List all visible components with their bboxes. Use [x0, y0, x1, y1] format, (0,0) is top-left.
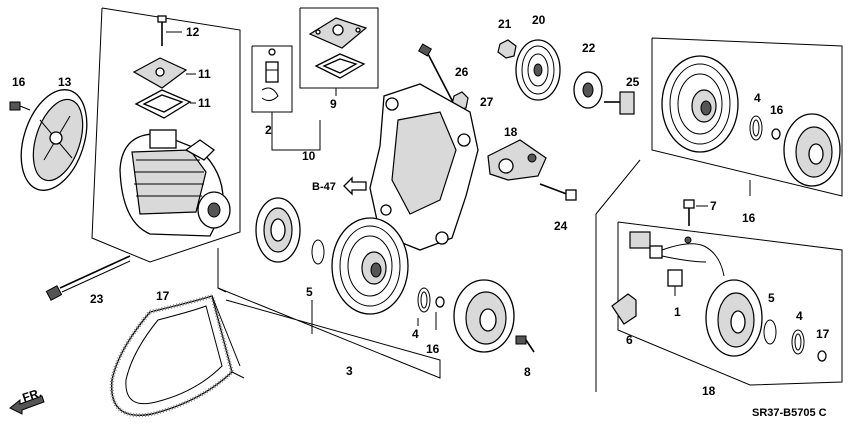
callout-6: 6 [626, 333, 633, 347]
stator-coil [255, 197, 301, 263]
bolt-26 [417, 43, 457, 109]
shim-4-lower [791, 329, 805, 355]
reference-b47: B-47 [312, 181, 336, 193]
washer-16-center [435, 296, 445, 308]
callout-7: 7 [710, 199, 717, 213]
clamp-6 [611, 293, 637, 325]
shim-4-center [417, 287, 431, 313]
bolt-12 [157, 15, 167, 46]
callout-16-lower: 17 [816, 327, 830, 341]
callout-11-left-top: 11 [198, 67, 211, 81]
idler-pulley-20 [515, 39, 561, 101]
diagram-code: SR37-B5705 C [752, 407, 827, 419]
callout-26: 26 [455, 65, 469, 79]
callout-13: 13 [58, 75, 72, 89]
callout-4-upper: 4 [754, 91, 761, 105]
callout-21: 21 [498, 17, 512, 31]
washer-16-upper [771, 128, 781, 140]
gasket-11-left [134, 89, 192, 119]
field-coil-18 [705, 279, 763, 357]
compressor-group-outline [91, 7, 241, 263]
leader-10 [271, 112, 321, 151]
callout-18: 18 [702, 384, 716, 398]
bolt-24 [539, 183, 577, 201]
armature-plate [453, 279, 515, 353]
callout-22: 22 [582, 41, 596, 55]
callout-14: 16 [12, 75, 26, 89]
front-direction-arrow [9, 395, 45, 415]
callout-11-left: 11 [198, 96, 211, 110]
leader [217, 287, 227, 293]
callout-9: 9 [330, 97, 337, 111]
reference-arrow [343, 176, 367, 196]
dust-cover-22 [573, 71, 603, 109]
callout-24: 24 [554, 219, 568, 233]
callout-17: 17 [156, 289, 170, 303]
callout-20: 20 [532, 13, 546, 27]
divider-line [595, 159, 641, 215]
callout-25: 25 [626, 75, 640, 89]
callout-27: 27 [480, 95, 494, 109]
bolt-7 [683, 199, 695, 226]
nut-21 [497, 39, 517, 59]
callout-16-center: 16 [426, 342, 440, 356]
compressor-body [119, 129, 231, 237]
bolt-25 [604, 91, 635, 115]
callout-15: 16 [742, 211, 756, 225]
drive-belt [109, 293, 245, 418]
relief-valve [261, 48, 279, 102]
front-direction-label: FR. [21, 386, 44, 405]
callout-4-lower: 4 [796, 309, 803, 323]
main-pulley [331, 217, 409, 315]
bolt-8 [515, 335, 535, 353]
gasket-11-center [314, 53, 366, 79]
callout-4-center: 4 [412, 327, 419, 341]
cover-plate [132, 57, 188, 89]
right-upper-outline [651, 37, 843, 197]
rear-cover-plate [20, 89, 88, 191]
callout-23: 23 [90, 292, 104, 306]
bolt-14 [9, 101, 31, 111]
callout-19: 18 [504, 125, 518, 139]
diode-1 [667, 269, 683, 296]
valve-group-box [251, 45, 293, 113]
callout-3: 3 [346, 364, 353, 378]
callout-16-upper: 16 [770, 103, 784, 117]
pulley-15 [661, 55, 739, 153]
clutch-group-outline [217, 248, 441, 379]
callout-1: 1 [674, 305, 681, 319]
callout-12: 12 [186, 25, 200, 39]
snap-ring-5 [311, 239, 325, 265]
valve-cover-9 [308, 17, 368, 49]
bolt-23 [45, 255, 131, 301]
cover-group-box [299, 7, 379, 89]
armature-15 [783, 113, 841, 187]
callout-10: 10 [302, 149, 316, 163]
snap-ring-5-lower [763, 319, 777, 345]
washer-16-lower [817, 350, 827, 362]
callout-5-center: 5 [306, 285, 313, 299]
callout-2: 2 [265, 123, 272, 137]
shim-4-upper [749, 115, 763, 141]
compressor-bracket [369, 83, 479, 251]
connector-harness [629, 231, 725, 277]
idler-arm [487, 139, 547, 181]
callout-8: 8 [524, 365, 531, 379]
callout-5-lower: 5 [768, 291, 775, 305]
